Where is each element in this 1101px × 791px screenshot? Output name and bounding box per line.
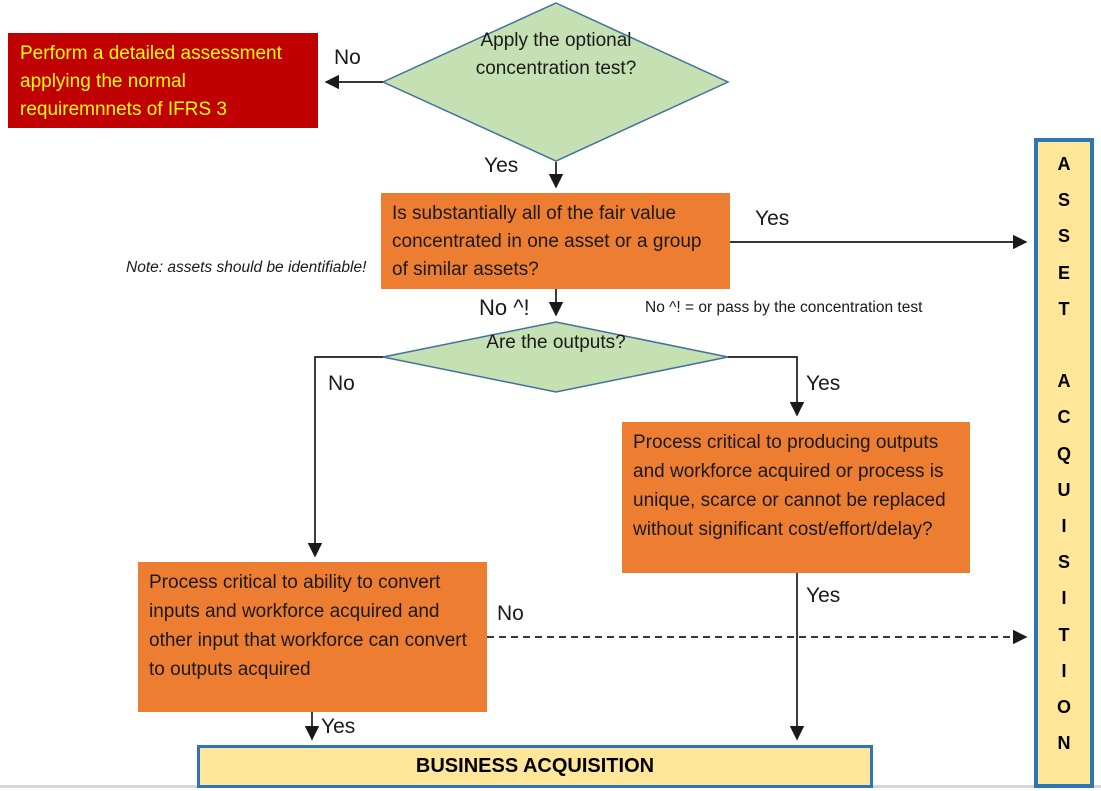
connector-no-to-process-inputs [307, 356, 383, 558]
process-inputs-box: Process critical to ability to convert i… [138, 562, 487, 712]
process-outputs-box: Process critical to producing outputs an… [622, 422, 970, 573]
no-caret-legend-note: No ^! = or pass by the concentration tes… [645, 299, 923, 316]
outputs-question-label: Are the outputs? [486, 332, 626, 353]
edge-label-yes-process-outputs: Yes [806, 584, 841, 607]
edge-label-no-outputs: No [328, 372, 355, 395]
edge-label-yes-outputs: Yes [806, 372, 841, 395]
concentration-test-diamond [381, 2, 730, 162]
edge-label-no-process-inputs: No [497, 602, 524, 625]
outputs-diamond [382, 321, 729, 393]
edge-label-yes-process-inputs: Yes [321, 715, 356, 738]
edge-label-no-caret: No ^! [479, 295, 530, 320]
asset-acquisition-box: A S S E T A C Q U I S I T I O N [1034, 138, 1094, 788]
identifiable-note: Note: assets should be identifiable! [126, 259, 367, 276]
edge-label-no-concentration: No [334, 46, 361, 69]
detailed-assessment-box: Perform a detailed assessment applying t… [8, 33, 318, 128]
fair-value-box: Is substantially all of the fair value c… [381, 193, 730, 289]
concentration-test-label: Apply the optional concentration test? [475, 30, 637, 79]
business-acquisition-box: BUSINESS ACQUISITION [197, 745, 873, 788]
edge-label-yes-fair-value: Yes [755, 207, 790, 230]
edge-label-yes-concentration: Yes [484, 154, 519, 177]
connector-yes-to-process-outputs [728, 356, 805, 417]
